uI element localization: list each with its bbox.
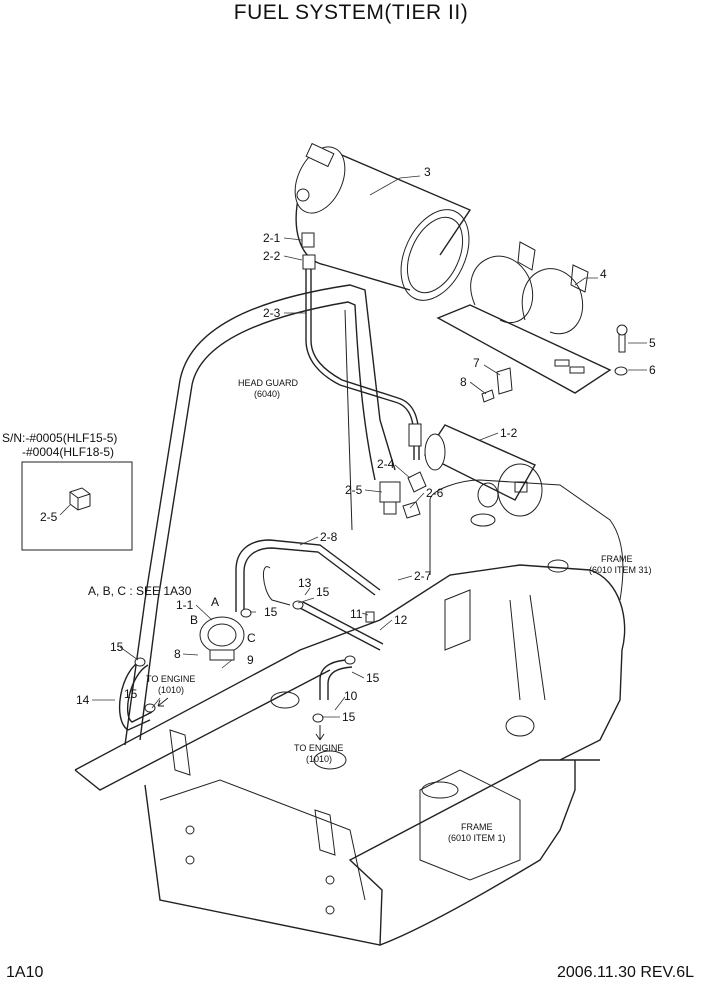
tank-bracket xyxy=(436,241,612,394)
hose-14 xyxy=(118,659,153,731)
callout-6: 6 xyxy=(649,363,656,377)
truck-frame xyxy=(74,479,626,946)
callout-4: 4 xyxy=(600,267,607,281)
callout-2-6: 2-6 xyxy=(426,486,444,500)
callout-3: 3 xyxy=(424,165,431,179)
callout-13: 13 xyxy=(298,576,312,590)
callout-2-2: 2-2 xyxy=(263,249,281,263)
callout-10: 10 xyxy=(344,689,358,703)
callout-15-f: 15 xyxy=(342,710,356,724)
callout-2-4: 2-4 xyxy=(377,457,395,471)
serial-box xyxy=(21,461,133,551)
see-ref-note: A, B, C : SEE 1A30 xyxy=(88,584,192,598)
callout-15-c: 15 xyxy=(110,640,124,654)
arrow-to-engine-right xyxy=(315,725,325,741)
pipe-12 xyxy=(299,601,384,651)
callout-12: 12 xyxy=(394,613,408,627)
to-engine-right-ref: (1010) xyxy=(306,754,332,764)
head-guard xyxy=(124,284,396,746)
revision-date: 2006.11.30 REV.6L xyxy=(556,964,694,981)
page-code: 1A10 xyxy=(6,964,44,981)
to-engine-left-label: TO ENGINE xyxy=(146,674,195,684)
callout-A: A xyxy=(211,595,219,609)
callout-1-1: 1-1 xyxy=(176,598,194,612)
callout-8-top: 8 xyxy=(460,375,467,389)
fuel-hose-2-3 xyxy=(301,232,422,460)
callout-15-b: 15 xyxy=(264,605,278,619)
lpg-tank xyxy=(294,142,472,301)
serial-part-label: 2-5 xyxy=(40,510,58,524)
callout-7: 7 xyxy=(473,356,480,370)
callout-labels: 3 4 5 6 7 8 2-1 2-2 2-3 1-2 2-4 2-5 2-6 … xyxy=(2,165,656,843)
regulator-1-1 xyxy=(199,616,245,661)
leader-lines xyxy=(59,175,647,718)
valve-2-5 xyxy=(379,481,401,515)
frame-top-label: FRAME xyxy=(601,554,633,564)
bolt-5 xyxy=(616,324,628,353)
callout-1-2: 1-2 xyxy=(500,426,518,440)
fitting-2-6 xyxy=(402,501,421,519)
callout-2-8: 2-8 xyxy=(320,530,338,544)
serial-note-line-1: S/N:-#0005(HLF15-5) xyxy=(2,431,117,445)
fuel-filter-1-2 xyxy=(423,424,543,517)
callout-15-a: 15 xyxy=(316,585,330,599)
frame-bottom-ref: (6010 ITEM 1) xyxy=(448,833,506,843)
elbow-2-4 xyxy=(407,471,427,493)
to-engine-left-ref: (1010) xyxy=(158,685,184,695)
page-title: FUEL SYSTEM(TIER II) xyxy=(233,1,469,24)
callout-2-3: 2-3 xyxy=(263,306,281,320)
screw-8 xyxy=(481,389,495,403)
frame-bottom-label: FRAME xyxy=(461,822,493,832)
callout-8-bottom: 8 xyxy=(174,647,181,661)
callout-15-d: 15 xyxy=(366,671,380,685)
callout-B: B xyxy=(190,613,198,627)
frame-top-ref: (6010 ITEM 31) xyxy=(589,565,652,575)
head-guard-ref: (6040) xyxy=(254,389,280,399)
callout-2-1: 2-1 xyxy=(263,231,281,245)
callout-15-e: 15 xyxy=(124,687,138,701)
callout-C: C xyxy=(247,631,256,645)
hose-2-8 xyxy=(235,539,381,612)
fitting-11 xyxy=(365,611,375,623)
callout-14: 14 xyxy=(76,693,90,707)
callout-2-5: 2-5 xyxy=(345,483,363,497)
clip-7 xyxy=(496,367,513,395)
washer-6 xyxy=(614,366,628,376)
callout-11: 11 xyxy=(350,607,363,621)
callout-5: 5 xyxy=(649,336,656,350)
arrow-to-engine-left xyxy=(157,697,169,707)
callout-9: 9 xyxy=(247,653,254,667)
callout-2-7: 2-7 xyxy=(414,569,432,583)
head-guard-label: HEAD GUARD xyxy=(238,378,299,388)
serial-note-line-2: -#0004(HLF18-5) xyxy=(22,445,114,459)
to-engine-right-label: TO ENGINE xyxy=(294,743,343,753)
